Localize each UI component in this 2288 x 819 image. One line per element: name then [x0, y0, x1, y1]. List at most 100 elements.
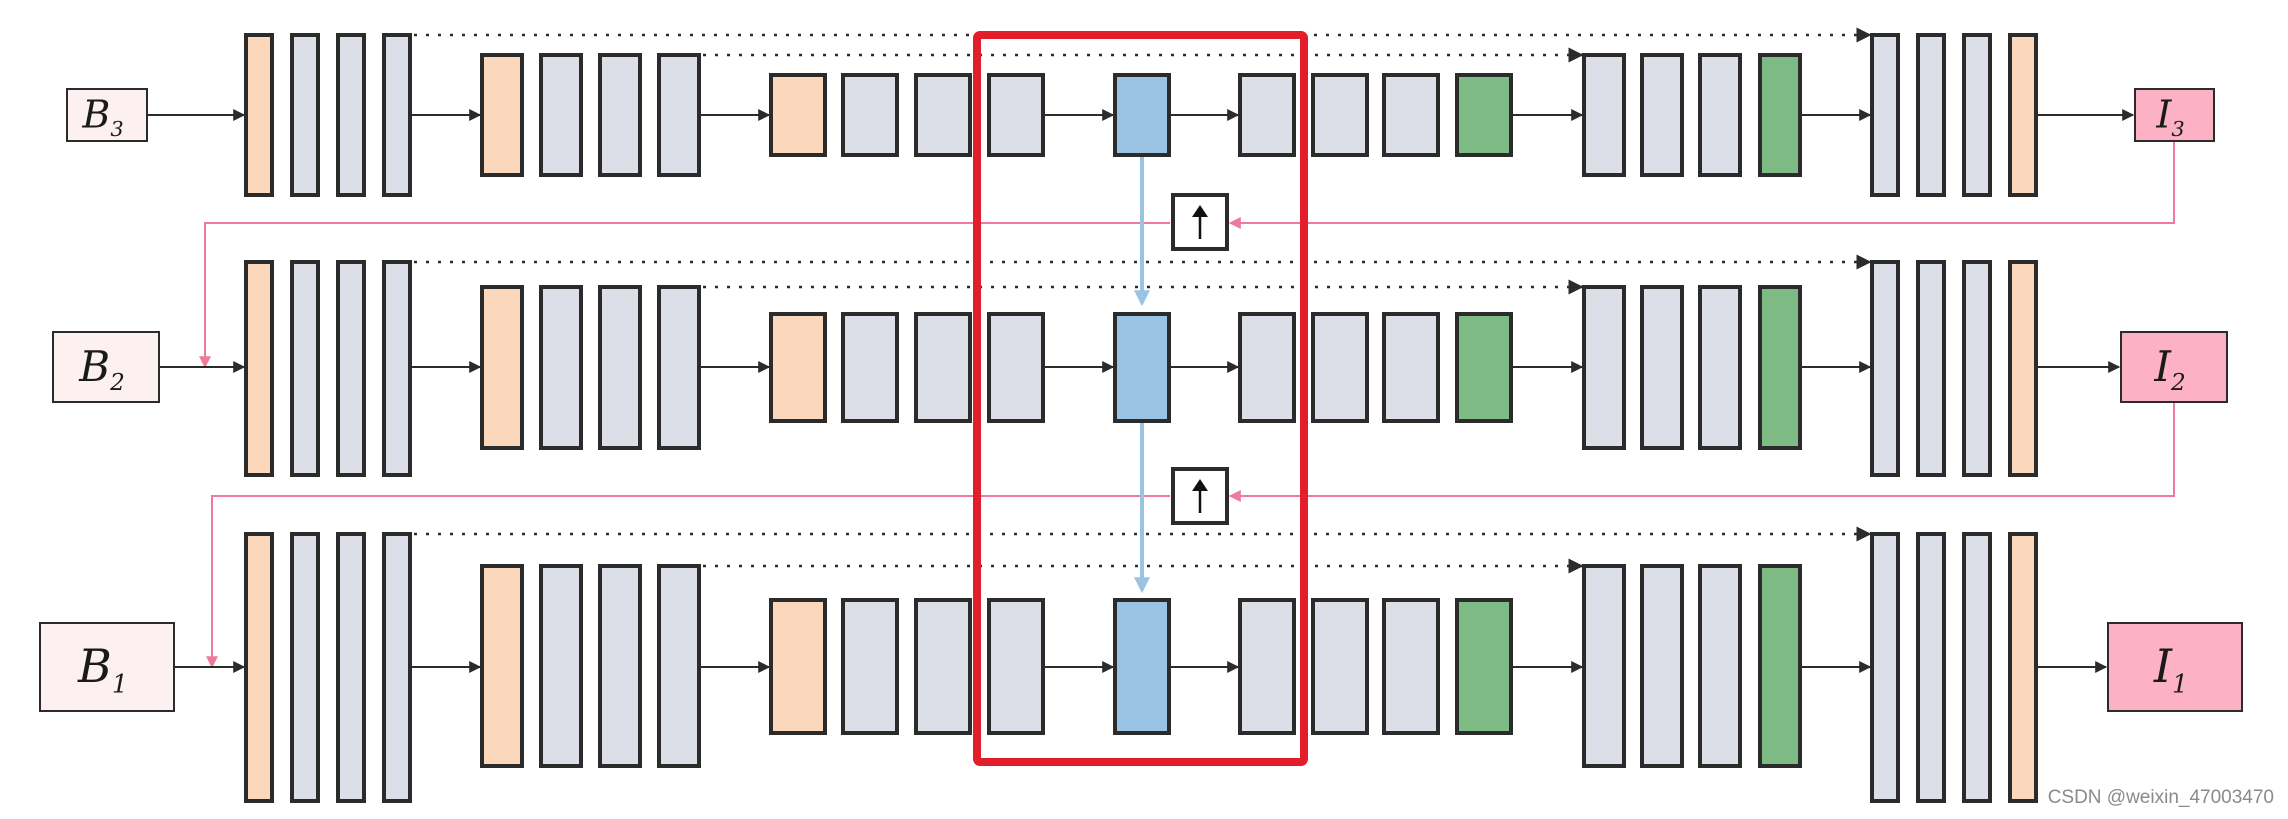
row-1-orange-block-1 [244, 33, 274, 197]
row-3-blue-block-13 [1113, 598, 1171, 735]
row-3-gray-block-19 [1640, 564, 1684, 768]
row-2-gray-block-14 [1238, 312, 1296, 423]
row-2-gray-block-19 [1640, 285, 1684, 450]
row-2-gray-block-12 [987, 312, 1045, 423]
row-1-green-block-21 [1758, 53, 1802, 177]
row-2-output-box [2120, 331, 2228, 403]
row-3-gray-block-16 [1382, 598, 1440, 735]
watermark: CSDN @weixin_47003470 [2047, 787, 2274, 808]
highlight-box [973, 31, 1308, 766]
row-1-orange-block-9 [769, 73, 827, 157]
row-1-gray-block-16 [1382, 73, 1440, 157]
row-1-gray-block-12 [987, 73, 1045, 157]
row-3-output-label-main: I [2153, 639, 2173, 693]
row-3-input-label-main: B [77, 639, 112, 693]
row-1-input-label: B3 [81, 93, 123, 141]
row-3-gray-block-11 [914, 598, 972, 735]
row-3-input-box [39, 622, 175, 712]
row-1-output-label-main: I [2155, 93, 2172, 137]
row-3-green-block-21 [1758, 564, 1802, 768]
row-2-green-block-17 [1455, 312, 1513, 423]
row-1-orange-block-5 [480, 53, 524, 177]
row-2-output-label-sub: 2 [2170, 370, 2186, 396]
cross-scale-feedback-lines [199, 141, 2175, 669]
row-3-gray-block-18 [1582, 564, 1626, 768]
row-3-gray-block-12 [987, 598, 1045, 735]
row-2-gray-block-3 [336, 260, 366, 477]
feedback-line-1-to-upsample [1228, 141, 2175, 229]
row-2-gray-block-18 [1582, 285, 1626, 450]
row-1-gray-block-6 [539, 53, 583, 177]
feedback-line-2-to-upsample [1228, 402, 2175, 502]
row-1-gray-block-2 [290, 33, 320, 197]
row-2-orange-block-25 [2008, 260, 2038, 477]
row-1-output-box [2134, 88, 2215, 142]
row-2-input-label-main: B [78, 342, 110, 391]
row-2-input-label-sub: 2 [109, 370, 125, 396]
row-1-green-block-17 [1455, 73, 1513, 157]
row-3-gray-block-10 [841, 598, 899, 735]
row-1-input-box [66, 88, 148, 142]
row-1-gray-block-22 [1870, 33, 1900, 197]
row-2-output-label-main: I [2153, 342, 2172, 391]
row-3-orange-block-1 [244, 532, 274, 803]
feedback-line-2-to-row-3 [206, 495, 1170, 669]
row-2-gray-block-4 [382, 260, 412, 477]
row-3-gray-block-7 [598, 564, 642, 768]
row-3-output-box [2107, 622, 2243, 712]
row-1-output-label: I3 [2155, 93, 2184, 141]
row-2-gray-block-20 [1698, 285, 1742, 450]
row-3-gray-block-2 [290, 532, 320, 803]
row-1-blue-block-13 [1113, 73, 1171, 157]
row-1-gray-block-7 [598, 53, 642, 177]
row-3-gray-block-24 [1962, 532, 1992, 803]
row-3-gray-block-15 [1311, 598, 1369, 735]
row-2-orange-block-9 [769, 312, 827, 423]
row-1-gray-block-3 [336, 33, 366, 197]
feedback-line-1-to-row-2 [199, 222, 1170, 369]
row-3-output-label: I1 [2153, 639, 2188, 698]
row-2-gray-block-2 [290, 260, 320, 477]
row-3-orange-block-5 [480, 564, 524, 768]
row-2-gray-block-8 [657, 285, 701, 450]
row-3-gray-block-14 [1238, 598, 1296, 735]
row-1-gray-block-14 [1238, 73, 1296, 157]
row-3-gray-block-3 [336, 532, 366, 803]
row-3-output-label-sub: 1 [2172, 669, 2188, 698]
row-1-orange-block-25 [2008, 33, 2038, 197]
row-2-output-label: I2 [2153, 342, 2185, 396]
row-2-gray-block-11 [914, 312, 972, 423]
row-3-green-block-17 [1455, 598, 1513, 735]
forward-flow-arrows [147, 27, 2135, 673]
row-3-orange-block-25 [2008, 532, 2038, 803]
row-3-input-label-sub: 1 [112, 669, 128, 698]
row-3-gray-block-8 [657, 564, 701, 768]
row-2-gray-block-24 [1962, 260, 1992, 477]
row-3-gray-block-6 [539, 564, 583, 768]
up-arrow-icon [1192, 205, 1208, 239]
row-1-gray-block-19 [1640, 53, 1684, 177]
row-2-input-label: B2 [78, 342, 125, 396]
row-1-gray-block-23 [1916, 33, 1946, 197]
row-2-gray-block-6 [539, 285, 583, 450]
row-1-gray-block-15 [1311, 73, 1369, 157]
upsample-modules [1171, 193, 1229, 525]
row-2-gray-block-10 [841, 312, 899, 423]
network-blocks [244, 33, 2038, 803]
row-2-green-block-21 [1758, 285, 1802, 450]
row-1-gray-block-10 [841, 73, 899, 157]
row-3-gray-block-22 [1870, 532, 1900, 803]
row-2-gray-block-15 [1311, 312, 1369, 423]
row-2-gray-block-23 [1916, 260, 1946, 477]
row-1-input-label-main: B [81, 93, 110, 137]
row-2-blue-block-13 [1113, 312, 1171, 423]
row-1-gray-block-20 [1698, 53, 1742, 177]
row-3-gray-block-23 [1916, 532, 1946, 803]
row-2-gray-block-22 [1870, 260, 1900, 477]
row-2-gray-block-7 [598, 285, 642, 450]
row-3-input-label: B1 [77, 639, 128, 698]
row-2-orange-block-1 [244, 260, 274, 477]
row-1-gray-block-4 [382, 33, 412, 197]
